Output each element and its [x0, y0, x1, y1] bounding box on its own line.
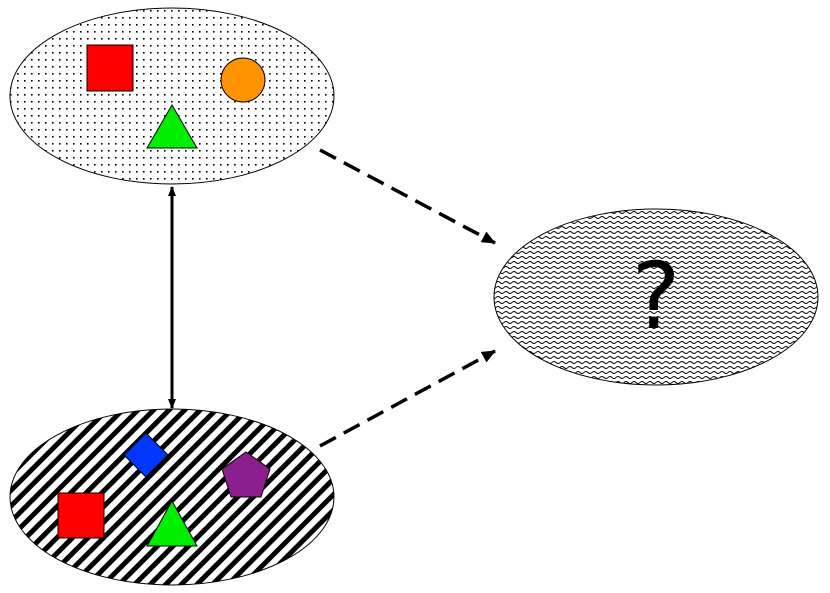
blue-diamond-shape [123, 432, 169, 478]
unknown-question-mark: ? [632, 243, 681, 350]
dashed-arrow-top-to-unknown [319, 148, 496, 245]
unknown-set-ellipse [493, 208, 819, 386]
orange-circle-shape [220, 57, 266, 103]
green-triangle-shape [146, 104, 198, 149]
dashed-arrow-bottom-to-unknown [319, 349, 496, 448]
unknown-set: ? [493, 208, 819, 386]
top-set-ellipse [9, 7, 335, 185]
red-square-shape [57, 492, 105, 539]
bottom-set-ellipse [9, 408, 335, 586]
purple-pentagon-shape [221, 451, 271, 498]
green-triangle-shape [146, 499, 198, 547]
bottom-set [9, 408, 335, 586]
red-square-shape [86, 44, 134, 92]
top-set [9, 7, 335, 185]
